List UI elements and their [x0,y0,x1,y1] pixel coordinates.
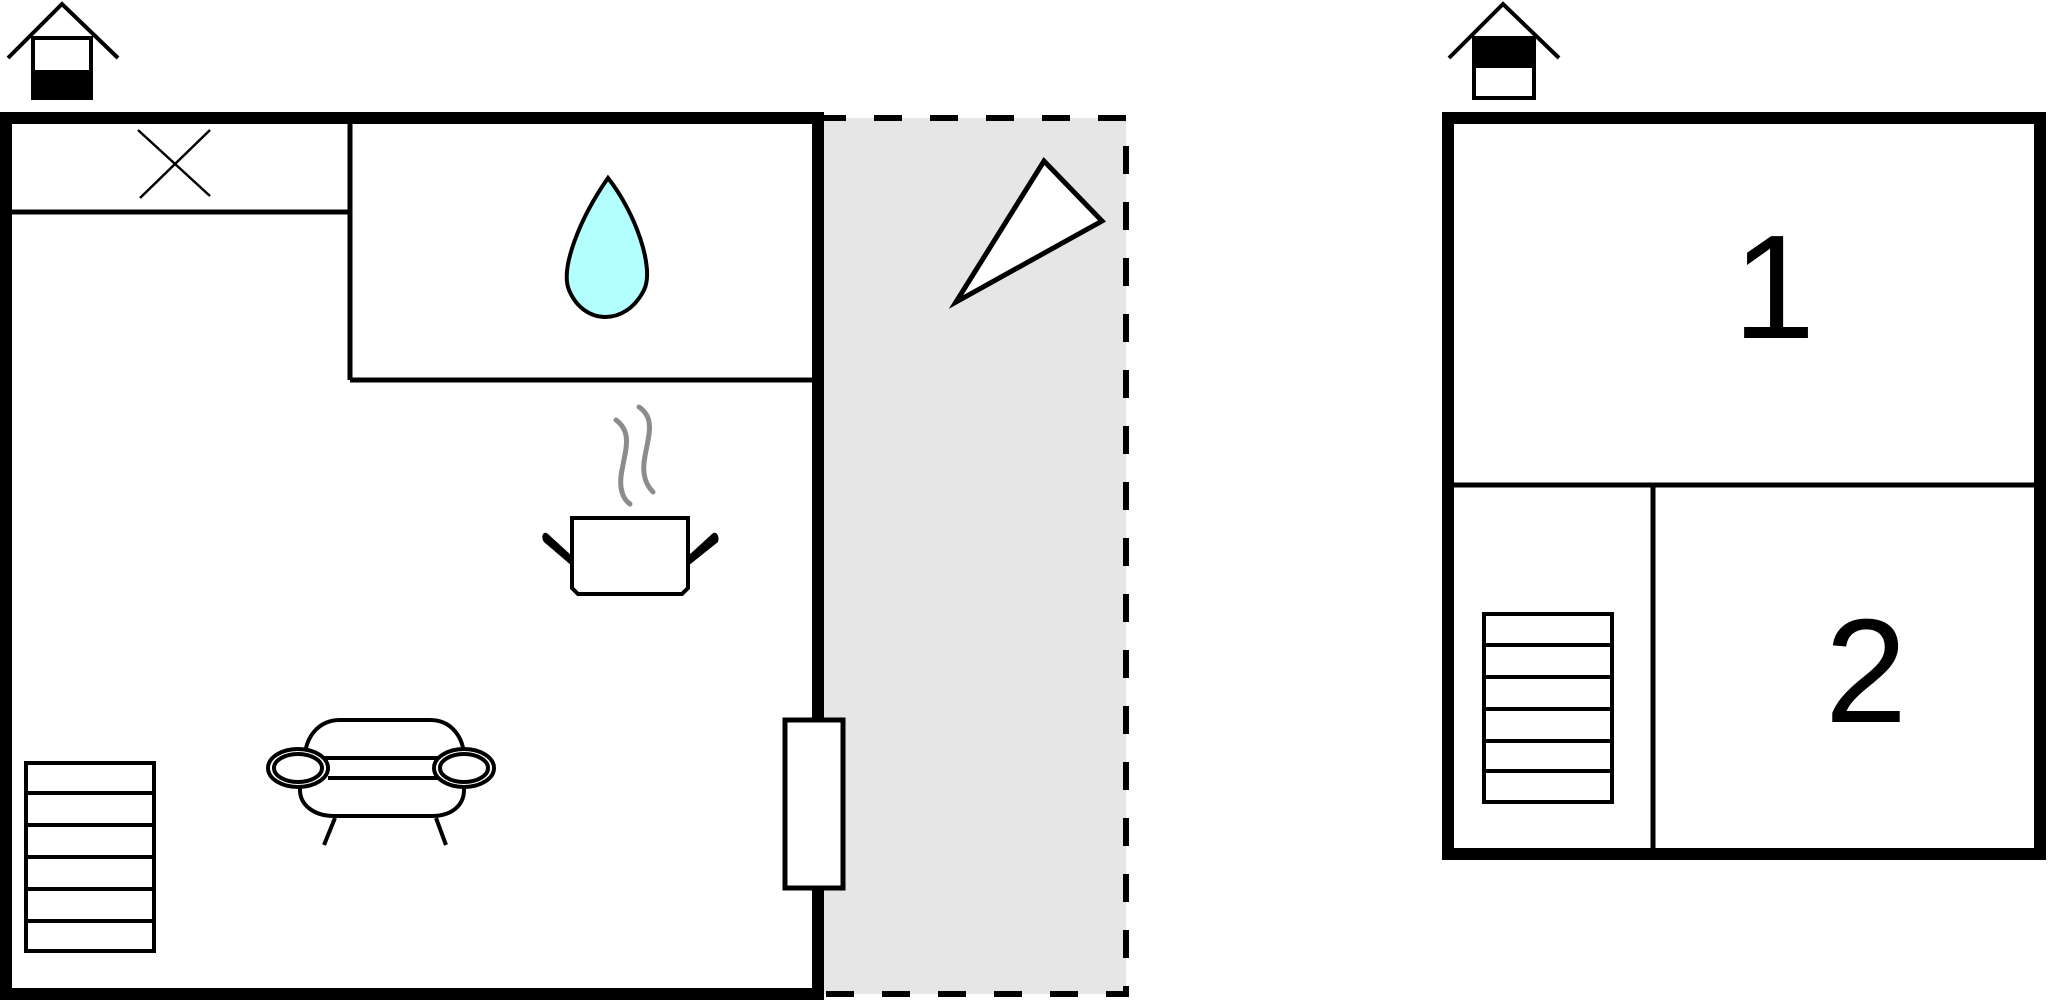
upper-floor-interior-walls [1448,482,2040,850]
room-number-1: 1 [1733,205,1815,370]
door-icon [782,717,846,891]
cooking-pot-icon [542,404,719,596]
sun-terrace-icon [948,156,1107,309]
cross-icon [137,129,211,199]
stairs-icon [1482,612,1614,804]
stairs-icon [24,761,156,953]
house-upper-floor-icon [1447,1,1561,100]
ground-floor-outer-wall [0,112,824,1000]
house-ground-floor-icon [6,1,120,100]
sofa-icon [266,718,496,846]
terrace [818,115,1129,997]
upper-floor: 1 2 [1442,1,2046,860]
ground-floor [0,1,1129,1000]
water-drop-icon [564,174,650,319]
ground-floor-interior-walls [6,118,812,383]
room-number-2: 2 [1825,589,1907,754]
